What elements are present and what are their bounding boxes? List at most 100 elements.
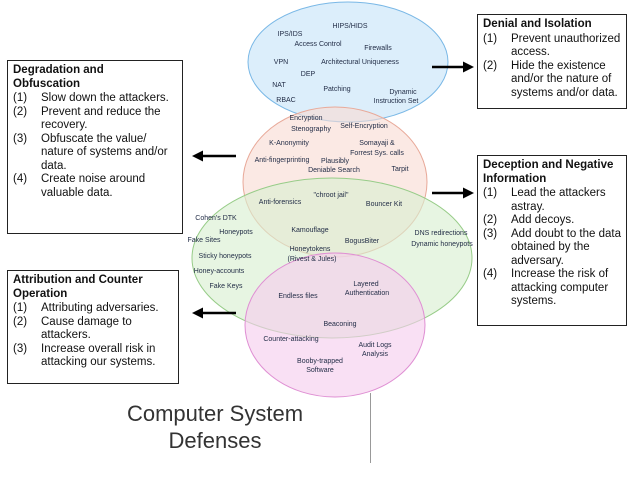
- term-patching: Patching: [323, 86, 350, 93]
- list-item-text: Attributing adversaries.: [41, 302, 159, 314]
- list-item: (2)Hide the existence and/or the nature …: [483, 60, 621, 101]
- arrow-to-attribution-box-head: [192, 307, 203, 319]
- term-audit-logs: Audit Logs: [358, 342, 392, 349]
- term-somayaji: Somayaji &: [359, 140, 395, 147]
- term-architectural-uniqueness: Architectural Uniqueness: [321, 59, 399, 66]
- list-item-number: (2): [483, 59, 498, 72]
- list-item-number: (1): [483, 187, 498, 199]
- list-item-text: Create noise around valuable data.: [41, 173, 146, 199]
- term-access-control: Access Control: [294, 41, 342, 48]
- list-item-text: Slow down the attackers.: [41, 92, 169, 104]
- list-item: (1)Prevent unauthorized access.: [483, 33, 621, 60]
- term-dns-redirections: DNS redirections: [415, 230, 468, 237]
- term-authentication: Authentication: [345, 290, 389, 297]
- list-item-number: (1): [13, 92, 28, 104]
- term-dynamic-honeypots: Dynamic honeypots: [411, 241, 473, 248]
- term-nat: NAT: [272, 82, 286, 89]
- arrow-to-deception-box-head: [463, 187, 474, 199]
- divider: [370, 393, 371, 463]
- term-stenography: Stenography: [291, 126, 331, 133]
- term-counter-attacking: Counter-attacking: [263, 336, 318, 343]
- box-list: (1) Lead the attackers astray. (2) Add deco…: [483, 187, 621, 309]
- term-honeytokens: Honeytokens: [290, 246, 331, 253]
- list-item: (2) Cause damage to attackers.: [13, 316, 173, 343]
- term-fake-sites: Fake Sites: [187, 237, 221, 244]
- term-beaconing: Beaconing: [323, 321, 356, 328]
- arrows: [192, 61, 474, 319]
- box-title-line: Attribution and Counter: [13, 274, 143, 286]
- list-item-text: Prevent and reduce the recovery.: [41, 105, 161, 132]
- term-rivest-jules: (Rivest & Jules): [287, 256, 336, 263]
- box-title-line: Deception and Negative: [483, 159, 614, 171]
- term-analysis: Analysis: [362, 351, 389, 358]
- list-item-text: Obfuscate the value/ nature of systems a…: [41, 132, 168, 172]
- list-item-text: Add decoys.: [511, 214, 575, 226]
- list-item-number: (2): [483, 214, 498, 226]
- list-item: (3) Obfuscate the value/ nature of system…: [13, 133, 177, 174]
- page-title-line-2: Defenses: [168, 428, 262, 453]
- term-rbac: RBAC: [276, 97, 295, 104]
- term-bouncer-kit: Bouncer Kit: [366, 201, 402, 208]
- term-deniable-search: Deniable Search: [308, 167, 360, 174]
- list-item-number: (3): [483, 227, 498, 240]
- list-item-number: (2): [13, 315, 28, 328]
- term-sticky-honeypots: Sticky honeypots: [199, 253, 252, 260]
- list-item-text: Prevent unauthorized access.: [511, 32, 621, 59]
- list-item: (3)Add doubt to the data obtained by the…: [483, 228, 621, 269]
- list-item-text: Increase overall risk in attacking our s…: [41, 342, 156, 369]
- arrow-to-denial-box-head: [463, 61, 474, 73]
- box-title-line: Information: [483, 172, 547, 185]
- term-anti-fingerprinting: Anti-fingerprinting: [255, 157, 310, 164]
- list-item-number: (4): [13, 173, 28, 185]
- list-item-number: (4): [483, 268, 498, 280]
- list-item-text: Increase the risk of attacking computer …: [511, 268, 609, 307]
- term-vpn: VPN: [274, 59, 288, 66]
- list-item: (1) Lead the attackers astray.: [483, 187, 621, 214]
- term-honeypots: Honeypots: [219, 229, 253, 236]
- term-ips-ids: IPS/IDS: [278, 31, 303, 38]
- box-title-line: Operation: [13, 287, 68, 300]
- list-item: (4) Create noise around valuable data.: [13, 173, 177, 200]
- denial-isolation-box: Denial and Isolation (1)Prevent unauthori…: [477, 14, 627, 109]
- attribution-circle: [244, 252, 426, 398]
- term-cohens-dtk: Cohen's DTK: [195, 215, 237, 222]
- box-title-line: Denial and Isolation: [483, 18, 592, 30]
- arrow-to-degradation-box-head: [192, 150, 203, 162]
- term-self-encryption: Self-Encryption: [340, 123, 388, 130]
- term-kamouflage: Kamouflage: [291, 227, 328, 234]
- term-dep: DEP: [301, 71, 316, 78]
- box-list: (1)Prevent unauthorized access.(2)Hide t…: [483, 33, 621, 101]
- list-item-text: Lead the attackers astray.: [511, 187, 606, 213]
- box-title-line: Degradation and: [13, 64, 104, 76]
- term-anti-forensics: Anti-forensics: [259, 199, 302, 206]
- term-hips-hids: HIPS/HIDS: [332, 23, 367, 30]
- term-dynamic: Dynamic: [389, 89, 417, 96]
- list-item: (1) Slow down the attackers.: [13, 92, 177, 106]
- list-item-number: (2): [13, 105, 28, 118]
- list-item: (2) Prevent and reduce the recovery.: [13, 106, 177, 133]
- term-k-anonymity: K-Anonymity: [269, 140, 309, 147]
- box-title: Denial and Isolation: [483, 18, 621, 32]
- page-title: Computer System Defenses: [95, 400, 335, 454]
- list-item: (2) Add decoys.: [483, 214, 621, 228]
- term-firewalls: Firewalls: [364, 45, 392, 52]
- term-bogusbiter: BogusBiter: [345, 238, 380, 245]
- term-plausibly: Plausibly: [321, 158, 350, 165]
- list-item-number: (3): [13, 132, 28, 145]
- list-item: (4) Increase the risk of attacking comput…: [483, 268, 621, 309]
- term-forrest-sys-calls: Forrest Sys. calls: [350, 150, 404, 157]
- term-chroot-jail: "chroot jail": [314, 192, 349, 199]
- box-list: (1)Attributing adversaries.(2) Cause dama…: [13, 302, 173, 370]
- term-endless-files: Endless files: [278, 293, 318, 300]
- term-booby-trapped: Booby-trapped: [297, 358, 343, 365]
- term-honey-accounts: Honey-accounts: [194, 268, 245, 275]
- list-item-text: Cause damage to attackers.: [41, 315, 132, 342]
- term-encryption: Encryption: [289, 115, 322, 122]
- term-layered: Layered: [353, 281, 378, 288]
- list-item: (1)Attributing adversaries.: [13, 302, 173, 316]
